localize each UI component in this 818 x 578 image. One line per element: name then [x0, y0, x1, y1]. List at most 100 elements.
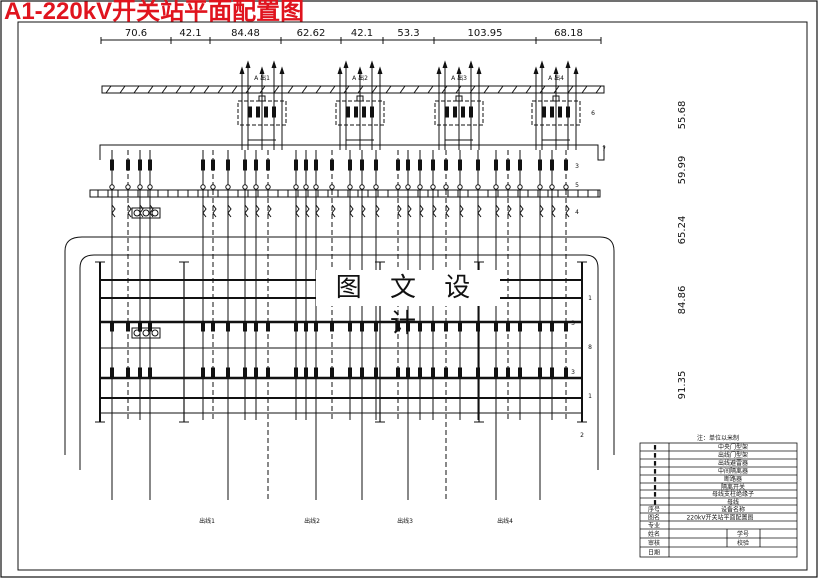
disconnector-symbol — [375, 204, 380, 218]
breaker-symbol — [126, 321, 130, 332]
hatch-mark — [161, 85, 168, 94]
row-marker: 3 — [575, 163, 579, 170]
breaker-symbol — [148, 367, 152, 378]
hatch-mark — [189, 85, 196, 94]
title-block — [639, 442, 798, 558]
insulator-symbol — [359, 184, 365, 190]
hatch-mark — [119, 85, 126, 94]
arrow-icon — [337, 66, 343, 75]
insulator-symbol — [303, 184, 309, 190]
disconnector-symbol — [315, 204, 320, 218]
breaker-symbol — [458, 321, 462, 332]
legend-item-number: ▮ — [653, 444, 656, 451]
breaker-symbol — [518, 321, 522, 332]
arrow-icon — [553, 66, 559, 75]
breaker-symbol — [494, 321, 498, 332]
right-dimension-label: 65.24 — [677, 216, 688, 245]
bay-connector — [552, 95, 560, 102]
insulator-symbol — [537, 184, 543, 190]
breaker-symbol — [431, 367, 435, 378]
disconnector-symbol — [432, 204, 437, 218]
disconnector-symbol — [477, 204, 482, 218]
insulator-symbol — [142, 209, 150, 217]
hatch-mark — [133, 85, 140, 94]
insulator-symbol — [293, 184, 299, 190]
arrow-icon — [245, 60, 251, 69]
hatch-mark — [497, 85, 504, 94]
breaker-symbol — [330, 367, 334, 378]
insulator-symbol — [210, 184, 216, 190]
breaker-symbol — [243, 159, 247, 171]
arrow-icon — [369, 60, 375, 69]
breaker-symbol — [330, 159, 334, 171]
breaker-symbol — [314, 367, 318, 378]
breaker-symbol — [550, 321, 554, 332]
top-dimension-label: 53.3 — [397, 28, 419, 39]
outgoing-label: 出线1 — [199, 517, 215, 525]
legend-item-name: 中央门型架 — [718, 443, 748, 451]
outgoing-label: 出线2 — [304, 517, 320, 525]
breaker-symbol — [138, 159, 142, 171]
insulator-symbol — [493, 184, 499, 190]
breaker-symbol — [304, 159, 308, 171]
inner-road-outline — [79, 254, 599, 470]
breaker-symbol — [374, 159, 378, 171]
row-marker: 3 — [571, 369, 575, 376]
hatch-mark — [525, 85, 532, 94]
watermark-stamp: 图 文 设 计 — [316, 270, 500, 339]
legend-item-name: 断路器 — [724, 475, 742, 483]
hatch-mark — [371, 85, 378, 94]
disconnector-symbol — [565, 204, 570, 218]
breaker-symbol — [294, 367, 298, 378]
current-transformer — [469, 106, 473, 118]
breaker-symbol — [254, 159, 258, 171]
current-transformer — [550, 106, 554, 118]
insulator-symbol — [395, 184, 401, 190]
right-dimension-label: 84.86 — [677, 286, 688, 315]
breaker-symbol — [110, 367, 114, 378]
breaker-symbol — [304, 321, 308, 332]
legend-item-name: 出线门型架 — [718, 451, 748, 459]
breaker-symbol — [506, 367, 510, 378]
breaker-symbol — [348, 321, 352, 332]
arrow-icon — [343, 60, 349, 69]
legend-item-name: 母线支柱绝缘子 — [712, 490, 754, 498]
disconnector-symbol — [227, 204, 232, 218]
breaker-symbol — [148, 321, 152, 332]
insulator-symbol — [133, 209, 141, 217]
insulator-symbol — [200, 184, 206, 190]
disconnector-symbol — [519, 204, 524, 218]
legend-item-number: ▮ — [653, 499, 656, 506]
breaker-symbol — [126, 367, 130, 378]
hatch-mark — [399, 85, 406, 94]
legend-header-name: 设备名称 — [721, 506, 745, 514]
row-marker: 2 — [580, 432, 584, 439]
breaker-symbol — [564, 321, 568, 332]
hatch-mark — [147, 85, 154, 94]
breaker-symbol — [418, 367, 422, 378]
arrow-icon — [377, 66, 383, 75]
breaker-symbol — [538, 159, 542, 171]
disconnector-symbol — [397, 204, 402, 218]
drawing-title: A1-220kV开关站平面配置图 — [4, 0, 305, 25]
legend-item-name: 出线避雷器 — [718, 459, 748, 467]
bay-label: A 出1 — [254, 74, 270, 82]
breaker-symbol — [360, 321, 364, 332]
breaker-symbol — [538, 321, 542, 332]
breaker-symbol — [494, 367, 498, 378]
arrow-icon — [476, 66, 482, 75]
arrow-icon — [573, 66, 579, 75]
breaker-symbol — [550, 367, 554, 378]
right-dimension-label: 59.99 — [677, 156, 688, 185]
legend-header-no: 序号 — [648, 506, 660, 514]
top-dimension-label: 70.6 — [125, 28, 147, 39]
row-marker: 4 — [575, 209, 579, 216]
disconnector-symbol — [551, 204, 556, 218]
breaker-symbol — [406, 367, 410, 378]
disconnector-symbol — [331, 204, 336, 218]
insulator-symbol — [142, 329, 150, 337]
disconnector-symbol — [139, 204, 144, 218]
row-marker: 7 — [602, 146, 606, 153]
breaker-symbol — [518, 159, 522, 171]
